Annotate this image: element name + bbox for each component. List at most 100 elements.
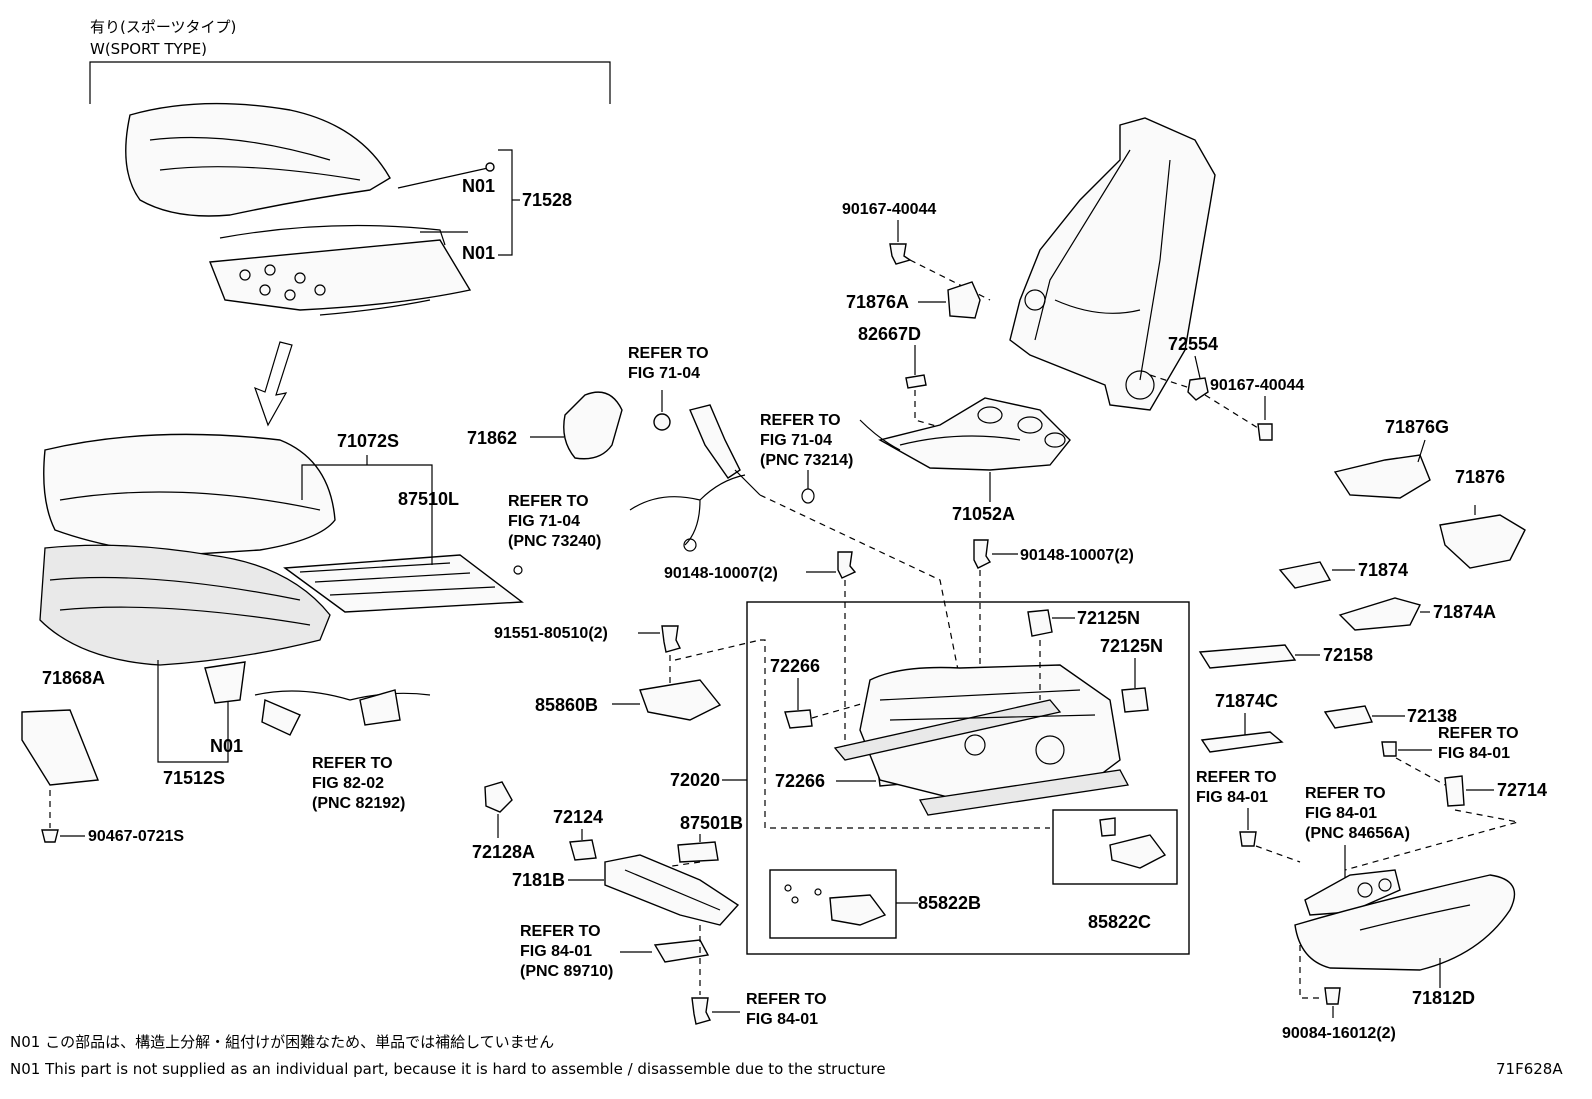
cushion-harness-clip bbox=[204, 661, 246, 704]
svg-text:REFER TO: REFER TO bbox=[1196, 769, 1277, 786]
svg-text:FIG 71-04: FIG 71-04 bbox=[508, 513, 580, 530]
bolt-84-01-right-icon bbox=[1239, 831, 1257, 847]
ref-fig-82-02: REFER TO FIG 82-02 (PNC 82192) bbox=[312, 755, 405, 812]
part-72554 bbox=[1187, 377, 1209, 401]
bolt-90167-b-icon bbox=[1257, 423, 1273, 441]
ref-fig-71-04-c: REFER TO FIG 71-04 (PNC 73240) bbox=[508, 493, 601, 550]
ref-fig-84-01-c: REFER TO FIG 84-01 bbox=[1438, 725, 1519, 762]
sport-cushion-cover bbox=[125, 102, 391, 217]
power-seat-switch bbox=[1304, 869, 1401, 916]
label-90148-b: 90148-10007(2) bbox=[1020, 547, 1134, 564]
svg-text:FIG 71-04: FIG 71-04 bbox=[760, 432, 832, 449]
sport-cushion-pad bbox=[209, 224, 472, 316]
part-71874 bbox=[1278, 561, 1332, 589]
label-72128A: 72128A bbox=[472, 842, 535, 862]
part-71812D bbox=[1294, 874, 1516, 971]
part-72128A bbox=[484, 781, 513, 813]
label-71874: 71874 bbox=[1358, 560, 1408, 580]
label-71072S: 71072S bbox=[337, 431, 399, 451]
label-71876G: 71876G bbox=[1385, 417, 1449, 437]
sport-wire-harness-upper bbox=[397, 162, 495, 189]
svg-text:REFER TO: REFER TO bbox=[520, 923, 601, 940]
label-90167-a: 90167-40044 bbox=[842, 201, 936, 218]
label-90167-b: 90167-40044 bbox=[1210, 377, 1304, 394]
svg-text:(PNC 73214): (PNC 73214) bbox=[760, 452, 853, 469]
part-82667D bbox=[905, 374, 927, 389]
svg-text:(PNC 82192): (PNC 82192) bbox=[312, 795, 405, 812]
seat-track-assembly bbox=[833, 664, 1130, 816]
label-72125N-b: 72125N bbox=[1100, 636, 1163, 656]
ref-fig-84-01-a: REFER TO FIG 84-01 (PNC 89710) bbox=[520, 923, 613, 980]
ref-fig-84-01-b: REFER TO FIG 84-01 bbox=[746, 991, 827, 1028]
part-85860B bbox=[639, 679, 722, 721]
recliner-lever bbox=[689, 404, 741, 479]
svg-text:REFER TO: REFER TO bbox=[1438, 725, 1519, 742]
part-72138 bbox=[1323, 705, 1374, 729]
bracket-71528 bbox=[498, 149, 513, 256]
label-85860B: 85860B bbox=[535, 695, 598, 715]
bolt-84-01-icon bbox=[691, 997, 712, 1025]
label-71812D: 71812D bbox=[1412, 988, 1475, 1008]
label-71876A: 71876A bbox=[846, 292, 909, 312]
o-ring-icon bbox=[801, 488, 815, 504]
figure-id: 71F628A bbox=[1496, 1060, 1563, 1078]
knob-icon bbox=[653, 413, 671, 431]
svg-text:REFER TO: REFER TO bbox=[312, 755, 393, 772]
seat-back-frame bbox=[1009, 117, 1216, 411]
part-87501B bbox=[677, 841, 719, 863]
part-71876A bbox=[947, 281, 981, 319]
screw-90467-icon bbox=[41, 829, 59, 843]
label-72554: 72554 bbox=[1168, 334, 1218, 354]
part-71876 bbox=[1439, 514, 1526, 569]
label-71512S: 71512S bbox=[163, 768, 225, 788]
svg-text:FIG 71-04: FIG 71-04 bbox=[628, 365, 700, 382]
svg-text:FIG 82-02: FIG 82-02 bbox=[312, 775, 384, 792]
label-n01-c: N01 bbox=[210, 736, 243, 756]
label-72158: 72158 bbox=[1323, 645, 1373, 665]
label-71052A: 71052A bbox=[952, 504, 1015, 524]
svg-text:REFER TO: REFER TO bbox=[746, 991, 827, 1008]
label-85822B: 85822B bbox=[918, 893, 981, 913]
svg-text:FIG 84-01: FIG 84-01 bbox=[1305, 805, 1377, 822]
part-72158 bbox=[1198, 644, 1297, 669]
label-90084: 90084-16012(2) bbox=[1282, 1025, 1396, 1042]
cushion-heater-87510L bbox=[283, 554, 524, 613]
part-71874A bbox=[1338, 597, 1422, 631]
label-72266-a: 72266 bbox=[770, 656, 820, 676]
svg-text:REFER TO: REFER TO bbox=[508, 493, 589, 510]
svg-text:(PNC 89710): (PNC 89710) bbox=[520, 963, 613, 980]
label-71868A: 71868A bbox=[42, 668, 105, 688]
clip-72125N-b bbox=[1121, 687, 1149, 713]
footer-note-jp: N01 この部品は、構造上分解・組付けが困難なため、単品では補給していません bbox=[10, 1033, 554, 1051]
part-72124 bbox=[569, 839, 597, 861]
clip-72125N-a bbox=[1027, 609, 1053, 637]
label-90148-a: 90148-10007(2) bbox=[664, 565, 778, 582]
svg-text:FIG 84-01: FIG 84-01 bbox=[746, 1011, 818, 1028]
part-71862 bbox=[563, 391, 623, 460]
label-7181B: 7181B bbox=[512, 870, 565, 890]
svg-text:FIG 84-01: FIG 84-01 bbox=[520, 943, 592, 960]
label-71528: 71528 bbox=[522, 190, 572, 210]
header-en: W(SPORT TYPE) bbox=[90, 40, 207, 58]
label-71874A: 71874A bbox=[1433, 602, 1496, 622]
label-n01-b: N01 bbox=[462, 243, 495, 263]
subbox-85822C bbox=[1052, 809, 1178, 885]
svg-text:REFER TO: REFER TO bbox=[760, 412, 841, 429]
label-71876: 71876 bbox=[1455, 467, 1505, 487]
label-71862: 71862 bbox=[467, 428, 517, 448]
bolt-90148-b-icon bbox=[973, 539, 992, 569]
svg-text:(PNC 73240): (PNC 73240) bbox=[508, 533, 601, 550]
svg-text:FIG 84-01: FIG 84-01 bbox=[1196, 789, 1268, 806]
part-72714 bbox=[1444, 775, 1465, 807]
bolt-90148-a-icon bbox=[837, 551, 857, 579]
header-jp: 有り(スポーツタイプ) bbox=[90, 18, 236, 36]
ref-fig-84-01-e: REFER TO FIG 84-01 bbox=[1196, 769, 1277, 806]
svg-text:FIG 84-01: FIG 84-01 bbox=[1438, 745, 1510, 762]
label-87510L: 87510L bbox=[398, 489, 459, 509]
bolt-90167-a-icon bbox=[889, 243, 912, 265]
svg-text:REFER TO: REFER TO bbox=[628, 345, 709, 362]
label-n01-a: N01 bbox=[462, 176, 495, 196]
cushion-pad bbox=[39, 544, 331, 666]
ref-fig-71-04-b: REFER TO FIG 71-04 (PNC 73214) bbox=[760, 412, 853, 469]
